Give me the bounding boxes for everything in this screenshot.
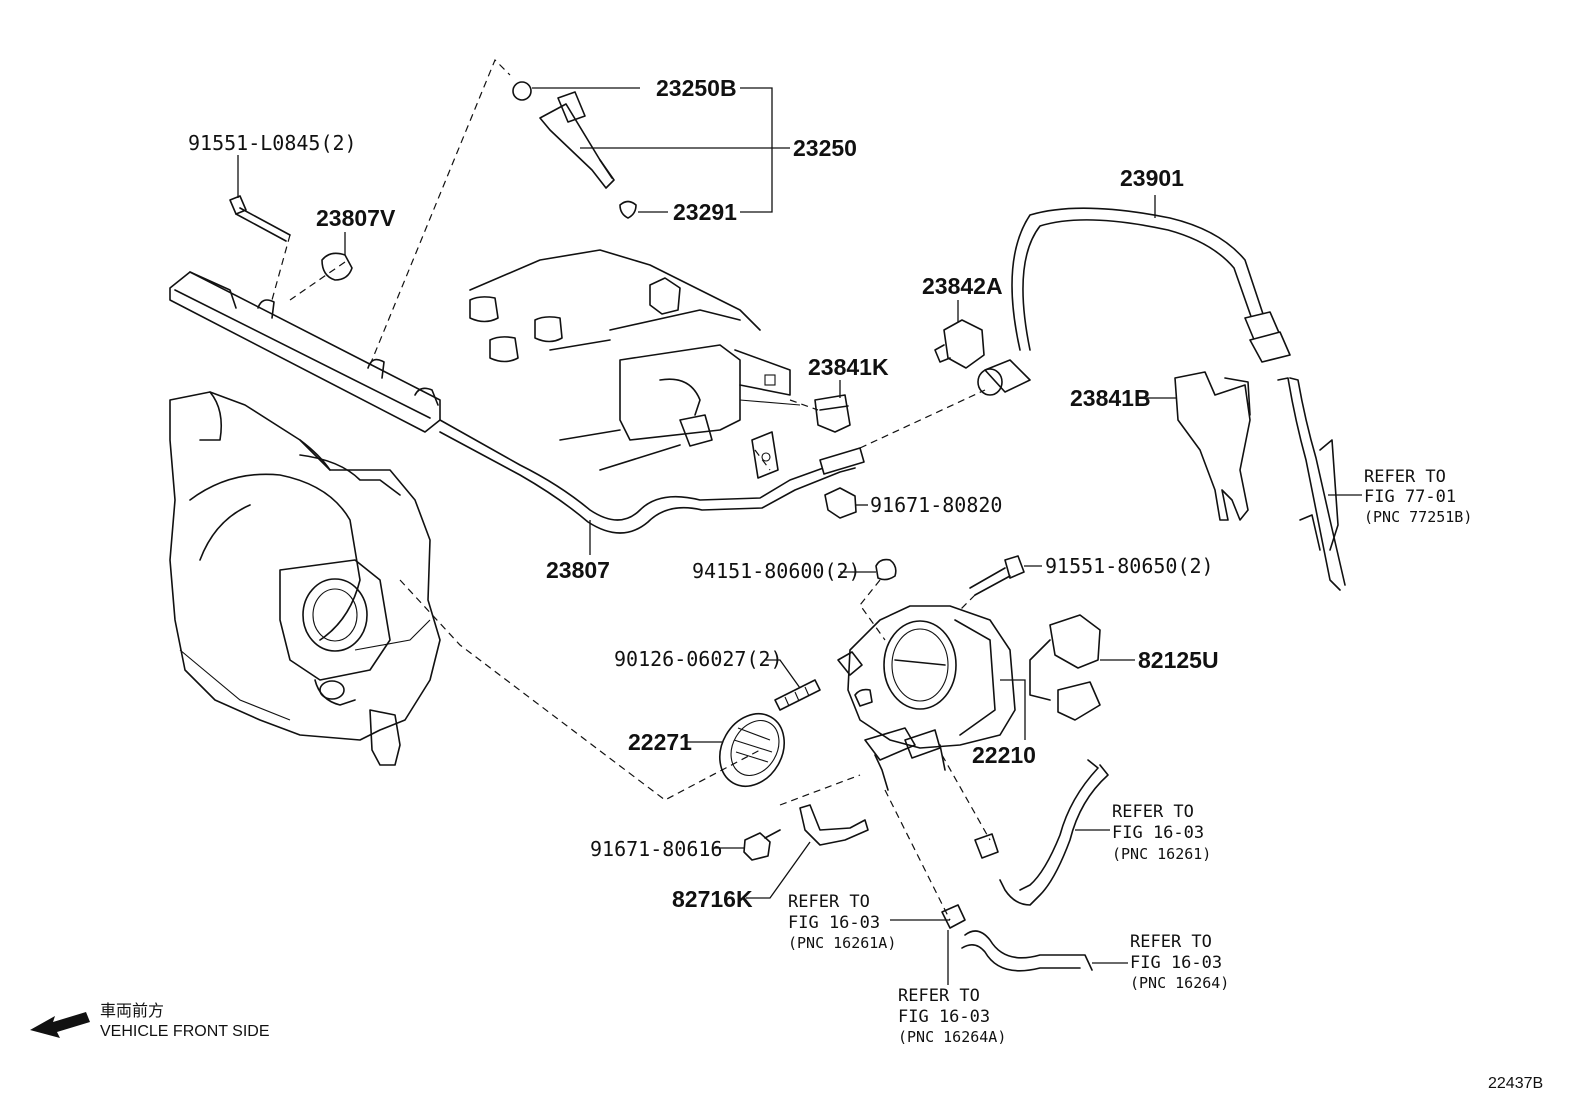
label-23901: 23901 (1120, 165, 1184, 191)
label-22210: 22210 (972, 742, 1036, 768)
rail-bolt (229, 195, 291, 242)
ref-line: FIG 16-03 (1112, 823, 1204, 843)
bolt-91671-80616 (743, 829, 781, 861)
ref-line: REFER TO (788, 892, 870, 912)
label-23842A: 23842A (922, 273, 1003, 299)
label-91671-80820: 91671-80820 (870, 493, 1002, 517)
ref-line: REFER TO (1112, 802, 1194, 822)
leader-lines (237, 87, 1362, 985)
vapor-hose (1277, 377, 1346, 591)
nut-94151-80600 (875, 558, 897, 581)
pipe-fittings (941, 833, 999, 929)
injector-insulator-icon (619, 200, 637, 219)
vehicle-front-label: VEHICLE FRONT SIDE (100, 1023, 270, 1040)
bracket-82716K (799, 804, 869, 846)
label-91551-L0845: 91551-L0845(2) (188, 131, 357, 155)
ref-line: REFER TO (1130, 932, 1212, 952)
label-91671-80616: 91671-80616 (590, 837, 722, 861)
fuel-hose (977, 207, 1291, 396)
connector-82125U (1029, 614, 1101, 721)
ref-line: REFER TO (898, 986, 980, 1006)
label-94151-80600: 94151-80600(2) (692, 559, 861, 583)
clamp-23842A (934, 319, 985, 369)
reference-fig16-16261: REFER TO FIG 16-03 (PNC 16261) (1112, 802, 1211, 863)
intake-manifold (169, 391, 441, 766)
label-23250: 23250 (793, 135, 857, 161)
clip-23841K (814, 394, 851, 433)
ref-pnc: (PNC 16264A) (898, 1028, 1006, 1046)
throttle-body (837, 605, 1016, 791)
label-91551-80650: 91551-80650(2) (1045, 554, 1214, 578)
label-22271: 22271 (628, 729, 692, 755)
ref-line: FIG 16-03 (1130, 953, 1222, 973)
o-ring-icon (512, 81, 532, 101)
spacer-23807V (321, 252, 353, 281)
ref-line: FIG 16-03 (898, 1007, 990, 1027)
water-hose-upper (999, 759, 1109, 906)
ref-pnc: (PNC 77251B) (1364, 508, 1472, 526)
bolt-91671-80820 (824, 487, 857, 519)
label-23250B: 23250B (656, 75, 737, 101)
cylinder-head (469, 249, 801, 471)
label-90126-06027: 90126-06027(2) (614, 647, 783, 671)
reference-fig16-16264A: REFER TO FIG 16-03 (PNC 16264A) (898, 986, 1006, 1046)
label-23841B: 23841B (1070, 385, 1151, 411)
ref-pnc: (PNC 16261) (1112, 845, 1211, 863)
ref-line: FIG 77-01 (1364, 487, 1456, 507)
vehicle-front-jp-label: 車両前方 (100, 1002, 164, 1020)
label-82125U: 82125U (1138, 647, 1219, 673)
bolt-91551-80650 (969, 555, 1025, 596)
reference-fig16-16264: REFER TO FIG 16-03 (PNC 16264) (1130, 932, 1229, 992)
ref-line: FIG 16-03 (788, 913, 880, 933)
label-82716K: 82716K (672, 886, 753, 912)
stud-90126-06027 (774, 679, 821, 711)
diagram-id: 22437B (1488, 1075, 1543, 1092)
reference-fig77: REFER TO FIG 77-01 (PNC 77251B) (1364, 467, 1472, 526)
part-labels: 23250B 23250 23291 91551-L0845(2) 23807V… (188, 75, 1219, 912)
label-23291: 23291 (673, 199, 737, 225)
bracket-23841B (1174, 371, 1251, 521)
reference-fig16-16261A: REFER TO FIG 16-03 (PNC 16261A) (788, 892, 896, 952)
vehicle-front-indicator: 車両前方 VEHICLE FRONT SIDE (30, 1002, 270, 1040)
gasket-22271 (719, 713, 785, 787)
water-hose-lower (961, 930, 1093, 972)
ref-pnc: (PNC 16264) (1130, 974, 1229, 992)
label-23807V: 23807V (316, 205, 396, 231)
arrow-left-icon (30, 1012, 90, 1038)
dashed-relation-lines (271, 58, 991, 921)
ref-pnc: (PNC 16261A) (788, 934, 896, 952)
label-23807: 23807 (546, 557, 610, 583)
fuel-injector (512, 81, 637, 219)
ref-line: REFER TO (1364, 467, 1446, 487)
fuel-delivery-pipe (169, 271, 865, 534)
label-23841K: 23841K (808, 354, 889, 380)
